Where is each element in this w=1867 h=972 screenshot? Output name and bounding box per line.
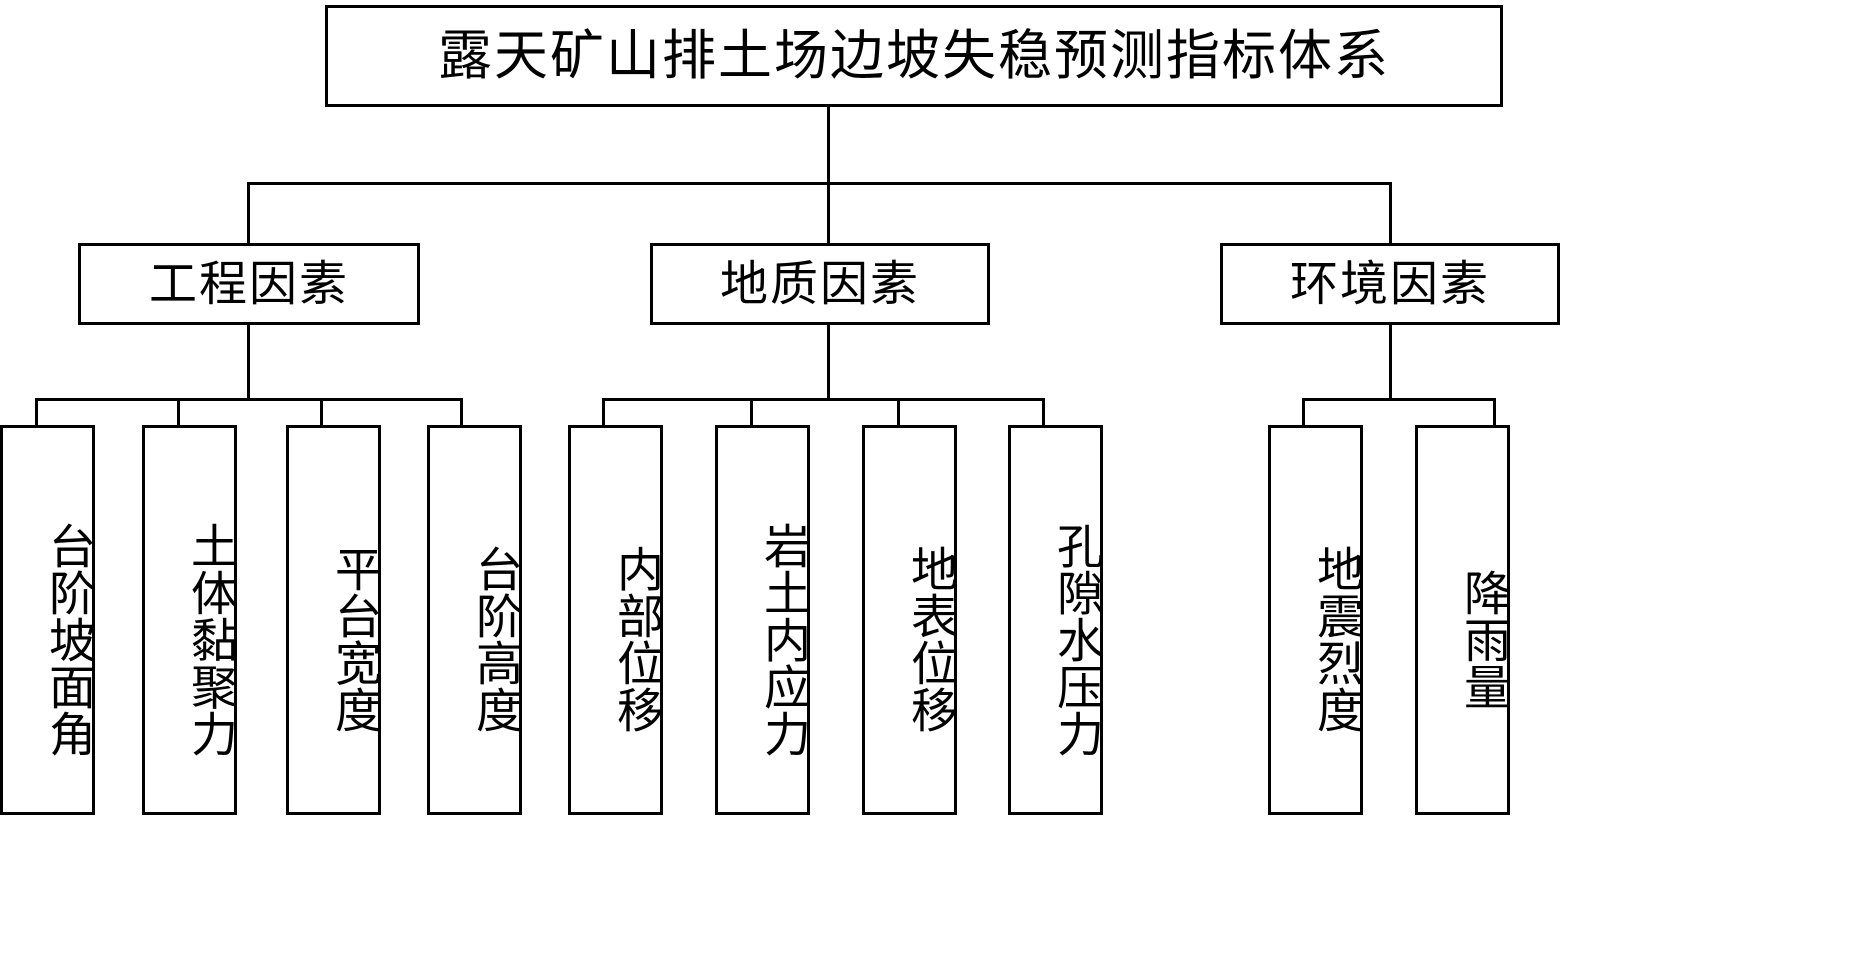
connector-drop-rock-soil-internal-stress: [750, 398, 753, 425]
indicator-label-rainfall: 降雨量: [1455, 568, 1510, 710]
indicator-label-internal-displacement: 内部位移: [608, 545, 663, 733]
connector-drop-pore-water-pressure: [1042, 398, 1045, 425]
indicator-label-surface-displacement: 地表位移: [902, 545, 957, 733]
indicator-label-rock-soil-internal-stress: 岩土内应力: [755, 521, 810, 757]
indicator-label-seismic-intensity: 地震烈度: [1308, 545, 1363, 733]
connector-root-stem: [827, 107, 830, 182]
indicator-node-bench-slope-angle: 台阶坡面角: [0, 425, 95, 815]
connector-drop-internal-displacement: [602, 398, 605, 425]
connector-drop-seismic-intensity: [1302, 398, 1305, 425]
connector-drop-rainfall: [1493, 398, 1496, 425]
connector-drop-bench-height: [460, 398, 463, 425]
connector-drop-surface-displacement: [897, 398, 900, 425]
connector-drop-engineering: [247, 182, 250, 243]
connector-drop-environmental: [1389, 182, 1392, 243]
indicator-label-platform-width: 平台宽度: [326, 545, 381, 733]
indicator-node-platform-width: 平台宽度: [286, 425, 381, 815]
connector-drop-platform-width: [320, 398, 323, 425]
category-node-environmental: 环境因素: [1220, 243, 1560, 325]
indicator-node-bench-height: 台阶高度: [427, 425, 522, 815]
indicator-label-bench-slope-angle: 台阶坡面角: [40, 521, 95, 757]
connector-drop-bench-slope-angle: [35, 398, 38, 425]
connector-environmental-stem: [1389, 325, 1392, 398]
connector-environmental-bus: [1302, 398, 1496, 401]
indicator-label-bench-height: 台阶高度: [467, 545, 522, 733]
indicator-label-soil-cohesion: 土体黏聚力: [182, 521, 237, 757]
connector-engineering-stem: [247, 325, 250, 398]
root-node-label: 露天矿山排土场边坡失稳预测指标体系: [438, 24, 1390, 87]
category-label-engineering: 工程因素: [148, 256, 349, 312]
category-node-engineering: 工程因素: [78, 243, 420, 325]
category-label-geological: 地质因素: [719, 256, 920, 312]
connector-geological-bus: [602, 398, 1045, 401]
indicator-node-pore-water-pressure: 孔隙水压力: [1008, 425, 1103, 815]
indicator-label-pore-water-pressure: 孔隙水压力: [1048, 521, 1103, 757]
connector-engineering-bus: [35, 398, 463, 401]
root-node-indicator-system: 露天矿山排土场边坡失稳预测指标体系: [325, 5, 1503, 107]
indicator-node-surface-displacement: 地表位移: [862, 425, 957, 815]
connector-drop-geological: [827, 182, 830, 243]
connector-level2-bus: [247, 182, 1392, 185]
category-label-environmental: 环境因素: [1289, 256, 1490, 312]
indicator-node-rainfall: 降雨量: [1415, 425, 1510, 815]
connector-drop-soil-cohesion: [177, 398, 180, 425]
indicator-node-rock-soil-internal-stress: 岩土内应力: [715, 425, 810, 815]
indicator-node-internal-displacement: 内部位移: [568, 425, 663, 815]
indicator-node-seismic-intensity: 地震烈度: [1268, 425, 1363, 815]
connector-geological-stem: [827, 325, 830, 398]
category-node-geological: 地质因素: [650, 243, 990, 325]
indicator-node-soil-cohesion: 土体黏聚力: [142, 425, 237, 815]
